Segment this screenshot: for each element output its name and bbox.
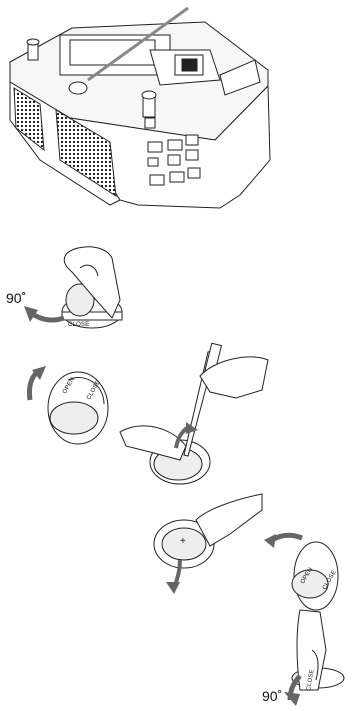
battery-plus-mark: + (180, 536, 186, 547)
step3-pry-battery (120, 343, 268, 484)
step1-dial-label: CLOSE (68, 322, 89, 328)
step4-remove-battery (154, 494, 338, 610)
step1-rotation-label: 90˚ (6, 290, 26, 306)
projector-bottom-view (10, 8, 270, 208)
step1-turn-cover (24, 247, 122, 328)
step5-reinstall-cover (284, 610, 344, 706)
step5-rotation-label: 90˚ (262, 688, 282, 704)
